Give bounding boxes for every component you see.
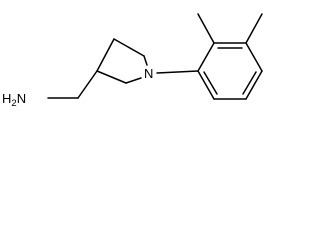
bond-methyl-1: [197, 13, 215, 44]
bond-double-ar4-ar5: [242, 71, 257, 95]
bond-ar4-ar5: [245, 70, 263, 100]
bond-ar3-ar4: [245, 42, 263, 72]
amine-label: H2N: [2, 91, 26, 109]
bond-ar1-ar2: [197, 42, 215, 72]
molecule-structure: H2N N: [2, 13, 263, 109]
bond-layer: [47, 13, 263, 100]
bond-c5-n1: [143, 55, 148, 66]
bond-c3-c4: [96, 38, 115, 72]
bond-n1-c2: [125, 77, 142, 84]
bond-ar6-ar1: [197, 70, 215, 100]
bond-ch2-c3: [77, 70, 98, 99]
bond-c2-c3: [96, 70, 127, 84]
structure-canvas: H2N N: [0, 0, 277, 120]
bond-double-ar6-ar1: [203, 71, 218, 95]
ring-nitrogen-label: N: [144, 66, 153, 81]
bond-c4-c5: [113, 38, 145, 57]
bond-n1-aryl: [156, 70, 199, 74]
bond-methyl-2: [245, 13, 263, 44]
